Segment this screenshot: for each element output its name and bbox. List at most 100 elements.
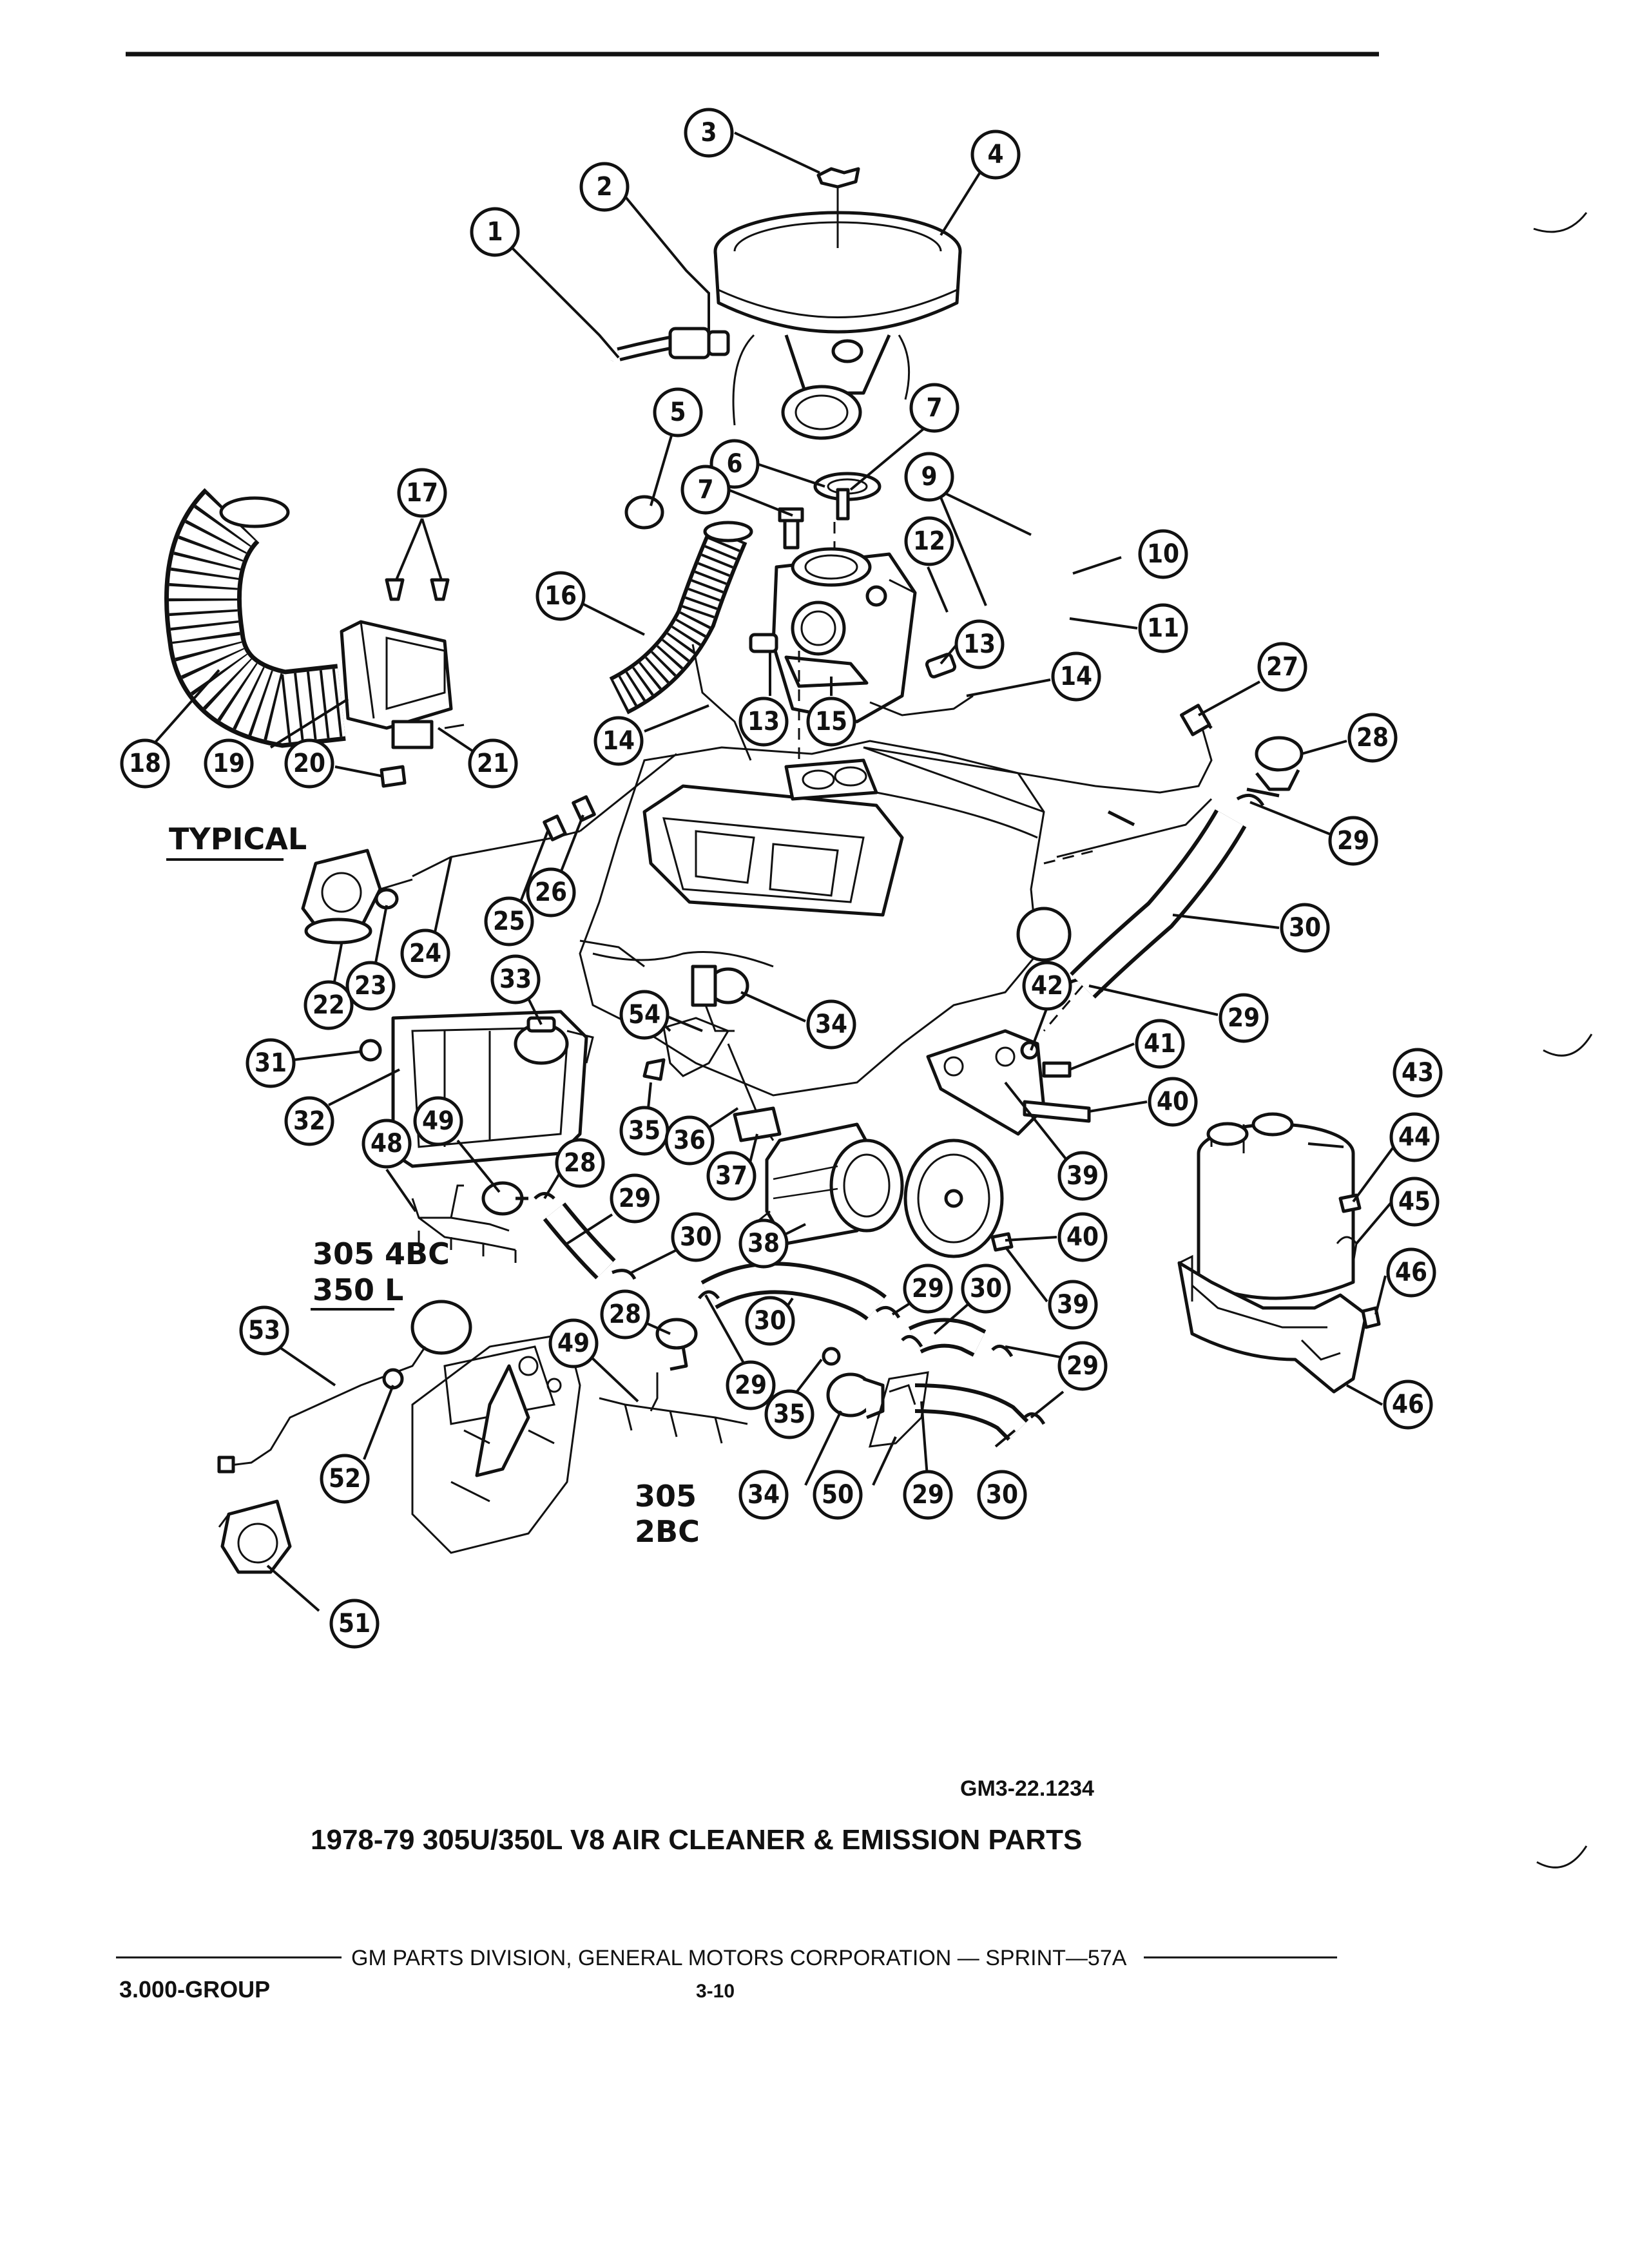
drawing-code: GM3-22.1234 [960,1776,1094,1801]
callout: 4 [970,130,1021,180]
svg-text:20: 20 [293,749,325,778]
svg-text:6: 6 [726,449,742,479]
leader-lines [144,131,1400,1612]
svg-text:29: 29 [735,1370,767,1400]
bracket [662,1017,730,1077]
svg-text:28: 28 [1356,723,1389,753]
vapor-canister [1177,1112,1368,1394]
svg-text:10: 10 [1147,539,1179,569]
variant-label-4bc: 305 4BC [313,1236,450,1271]
callout: 30 [671,1212,721,1262]
callout: 14 [1051,651,1101,702]
callout: 7 [680,465,731,515]
callout: 30 [745,1296,795,1346]
svg-text:16: 16 [545,581,577,611]
svg-text:30: 30 [754,1306,786,1336]
callout: 38 [738,1218,789,1269]
callout: 41 [1135,1019,1185,1069]
callout: 34 [806,999,856,1050]
svg-text:13: 13 [747,707,780,736]
svg-text:44: 44 [1398,1122,1431,1152]
svg-text:30: 30 [680,1222,712,1252]
callout: 3 [684,108,734,158]
svg-text:14: 14 [602,726,635,756]
callout: 42 [1022,961,1072,1011]
svg-text:49: 49 [422,1106,454,1136]
callout: 36 [664,1115,715,1166]
callout: 2 [579,162,630,212]
callout: 15 [806,697,856,747]
air-pump [753,1122,1004,1258]
svg-text:4: 4 [987,140,1003,169]
callout: 29 [1219,993,1269,1043]
callout: 10 [1138,529,1188,579]
callout: 29 [1328,816,1378,866]
callout: 51 [329,1599,380,1649]
air-cleaner-fitting [218,1499,292,1574]
svg-text:54: 54 [628,1000,660,1030]
callout: 29 [903,1264,953,1314]
svg-text:9: 9 [921,462,937,492]
vacuum-line [691,644,752,761]
svg-text:37: 37 [715,1161,747,1191]
svg-text:29: 29 [1066,1351,1099,1381]
svg-text:42: 42 [1031,971,1063,1001]
callouts: 3 4 2 1 5 7 6 7 9 12 10 11 13 14 16 17 1… [120,108,1443,1649]
callout: 50 [813,1470,863,1520]
callout: 5 [653,387,703,437]
callout: 33 [490,954,541,1004]
svg-text:3: 3 [700,118,717,148]
callout: 31 [246,1038,296,1088]
engine-block [579,740,1072,1097]
svg-text:30: 30 [1289,913,1321,943]
svg-text:12: 12 [913,526,945,556]
page-title: 1978-79 305U/350L V8 AIR CLEANER & EMISS… [311,1824,1082,1856]
callout: 16 [535,571,586,621]
svg-text:41: 41 [1144,1029,1176,1059]
callout: 26 [526,867,576,918]
callout: 46 [1383,1379,1433,1430]
thermac-sensor [301,849,413,945]
callout: 7 [909,383,959,433]
svg-text:29: 29 [912,1480,944,1510]
svg-text:23: 23 [354,971,387,1001]
svg-text:7: 7 [697,475,713,505]
svg-text:5: 5 [670,398,686,427]
svg-text:17: 17 [406,478,438,508]
svg-text:40: 40 [1066,1222,1099,1252]
scan-mark [1533,212,1588,233]
callout: 20 [284,738,334,789]
svg-text:27: 27 [1266,652,1298,682]
footer-division: GM PARTS DIVISION, GENERAL MOTORS CORPOR… [351,1946,1127,1970]
clip [380,765,407,788]
svg-text:51: 51 [338,1609,371,1639]
callout: 30 [1280,903,1330,953]
callout: 25 [484,896,534,947]
svg-text:43: 43 [1402,1058,1434,1088]
intake-duct [164,488,465,749]
bolt [990,1232,1014,1252]
callout: 17 [397,468,447,518]
callout: 13 [954,619,1005,669]
typical-label: TYPICAL [169,822,307,856]
callout: 44 [1389,1112,1440,1162]
screw [385,578,405,601]
wing-nut [816,167,860,189]
svg-text:30: 30 [986,1480,1018,1510]
svg-text:29: 29 [1337,826,1369,856]
svg-text:53: 53 [248,1316,280,1345]
callout: 49 [413,1096,463,1146]
svg-text:48: 48 [371,1129,403,1158]
callout: 9 [904,452,954,502]
scan-mark [1543,1033,1593,1057]
callout: 40 [1057,1212,1108,1262]
callout: 29 [1057,1341,1108,1391]
callout: 53 [239,1305,289,1356]
svg-text:34: 34 [815,1010,847,1039]
callout: 23 [345,961,396,1011]
callout: 28 [600,1289,650,1340]
svg-text:50: 50 [822,1480,854,1510]
svg-text:29: 29 [1228,1003,1260,1033]
callout: 35 [619,1106,670,1156]
